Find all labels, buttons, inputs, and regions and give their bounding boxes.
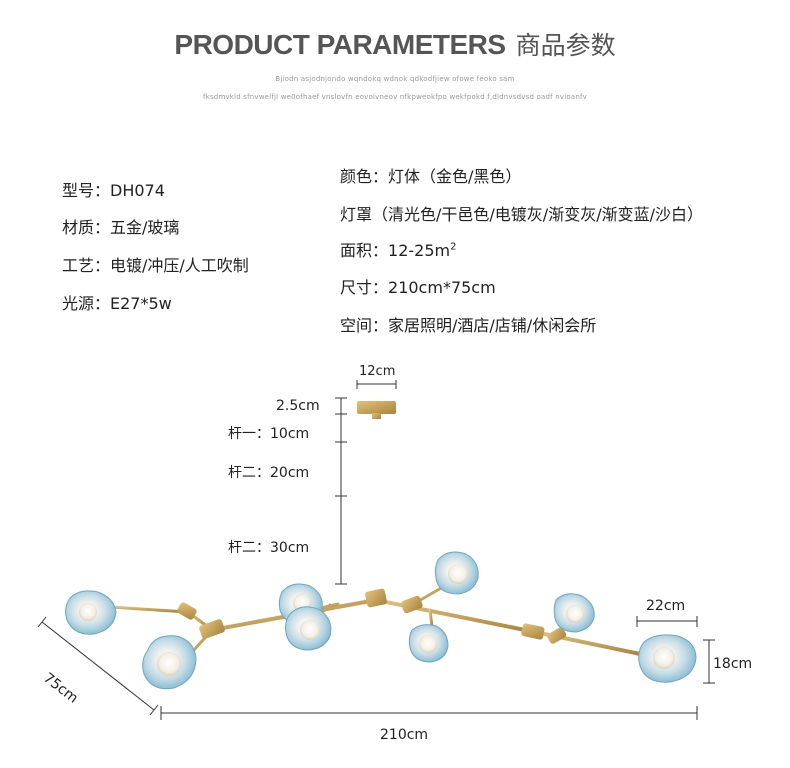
glass-shade-5 <box>434 551 479 595</box>
dim-shade-height: 18cm <box>713 656 753 672</box>
dim-canopy-width: 12cm <box>359 364 396 379</box>
fixture-joints <box>177 401 567 644</box>
spec-space-label: 空间： <box>340 316 389 335</box>
glass-shade-4 <box>285 606 332 651</box>
glass-shade-8 <box>638 634 697 683</box>
spec-process: 工艺：电镀/冲压/人工吹制 <box>62 252 249 276</box>
spec-color-value: 灯体（金色/黑色） <box>388 167 522 186</box>
spec-shade-label: 灯罩 <box>340 205 373 224</box>
spec-area-label: 面积： <box>340 241 389 260</box>
spec-material-value: 五金/玻璃 <box>110 218 180 237</box>
glass-shades <box>65 551 697 690</box>
spec-size-label: 尺寸： <box>340 278 389 297</box>
spec-shade-value: （清光色/干邑色/电镀灰/渐变灰/渐变蓝/沙白） <box>372 205 703 224</box>
dim-canopy-height: 2.5cm <box>276 398 320 414</box>
spec-color: 颜色：灯体（金色/黑色） <box>340 163 521 187</box>
dim-length: 210cm <box>380 727 429 743</box>
title-chinese: 商品参数 <box>515 31 616 60</box>
dim-rod-1: 杆一：10cm <box>228 426 310 442</box>
subtitle-line-1: Bjiodn asjodnjondo wqndokq wdnok qdkodfj… <box>275 75 515 83</box>
dim-rod-2b: 杆二：30cm <box>228 540 310 556</box>
dimension-lines <box>37 380 715 720</box>
spec-color-label: 颜色： <box>340 167 389 186</box>
spec-space-value: 家居照明/酒店/店铺/休闲会所 <box>388 316 597 335</box>
spec-process-value: 电镀/冲压/人工吹制 <box>110 256 249 275</box>
dim-shade-width: 22cm <box>646 598 686 614</box>
depth-line <box>41 621 155 711</box>
spec-area-sup: 2 <box>450 241 457 253</box>
glass-shade-2 <box>142 635 197 690</box>
spec-size: 尺寸：210cm*75cm <box>340 274 496 298</box>
spec-model: 型号：DH074 <box>62 177 165 201</box>
glass-shade-7 <box>553 593 595 633</box>
glass-shade-1 <box>65 590 117 635</box>
spec-shade: 灯罩（清光色/干邑色/电镀灰/渐变灰/渐变蓝/沙白） <box>340 201 703 225</box>
glass-shade-6 <box>408 624 449 663</box>
subtitle-line-2: fksdmvkld sfnvwelfjl we0ofhaef vnslovfn … <box>203 93 587 101</box>
spec-light-source-label: 光源： <box>62 294 111 313</box>
canopy <box>357 401 396 414</box>
spec-model-value: DH074 <box>110 181 165 200</box>
spec-material-label: 材质： <box>62 218 111 237</box>
title-english: PRODUCT PARAMETERS <box>174 29 506 60</box>
spec-process-label: 工艺： <box>62 256 111 275</box>
spec-space: 空间：家居照明/酒店/店铺/休闲会所 <box>340 312 596 336</box>
spec-area: 面积：12-25m2 <box>340 237 456 261</box>
dim-rod-2a: 杆二：20cm <box>228 465 310 481</box>
spec-material: 材质：五金/玻璃 <box>62 214 179 238</box>
page-title: PRODUCT PARAMETERS 商品参数 <box>0 26 790 62</box>
spec-light-source: 光源：E27*5w <box>62 290 172 314</box>
spec-area-value: 12-25m <box>388 241 451 260</box>
spec-light-source-value: E27*5w <box>110 294 172 313</box>
spec-model-label: 型号： <box>62 181 111 200</box>
spec-size-value: 210cm*75cm <box>388 278 496 297</box>
